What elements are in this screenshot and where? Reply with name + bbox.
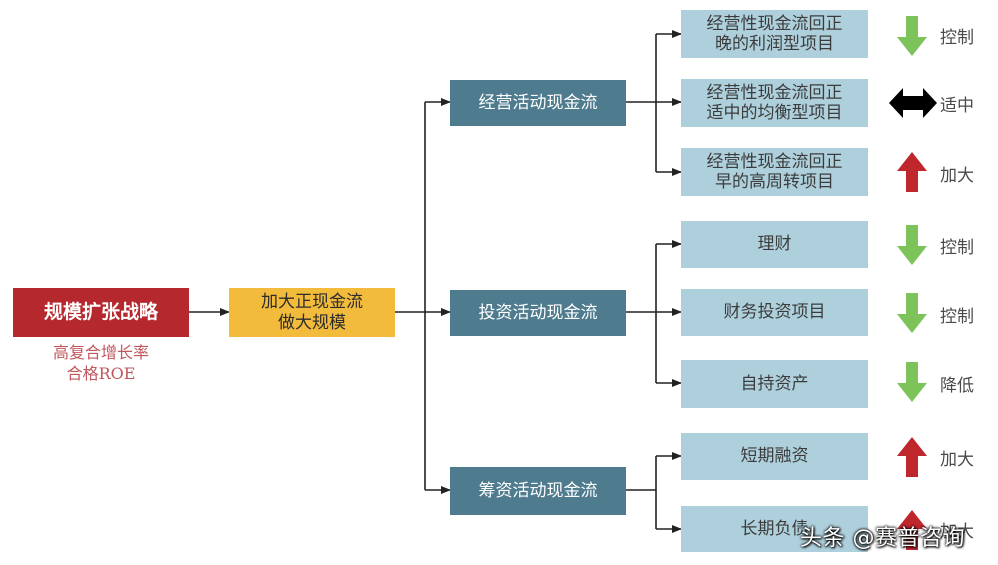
up-arrow-icon	[897, 437, 927, 477]
item-line-1: 长期负债	[740, 518, 809, 539]
item-line-1: 自持资产	[740, 373, 809, 394]
root-label: 规模扩张战略	[43, 301, 158, 324]
action-label: 适中	[940, 96, 974, 116]
down-arrow-icon	[897, 225, 927, 265]
action-label: 降低	[940, 376, 974, 396]
item-line-2: 适中的均衡型项目	[706, 103, 843, 123]
down-arrow-icon	[897, 362, 927, 402]
item-line-1: 经营性现金流回正	[706, 13, 843, 34]
category-operating: 经营活动现金流	[450, 80, 626, 126]
item-line-2: 早的高周转项目	[715, 172, 834, 192]
action-label: 加大	[940, 450, 974, 470]
item-box: 短期融资	[681, 433, 868, 480]
action-label: 控制	[940, 238, 974, 258]
item-box: 经营性现金流回正 早的高周转项目	[681, 148, 868, 196]
item-line-2: 晚的利润型项目	[715, 34, 834, 54]
root-subtitle-line-1: 高复合增长率	[52, 343, 149, 362]
item-box: 经营性现金流回正 晚的利润型项目	[681, 10, 868, 58]
item-box: 经营性现金流回正 适中的均衡型项目	[681, 79, 868, 127]
item-line-1: 理财	[757, 234, 792, 255]
action-label: 控制	[940, 307, 974, 327]
down-arrow-icon	[897, 293, 927, 333]
watermark: 头条 @赛普咨询	[800, 526, 965, 551]
root-subtitle-line-2: 合格ROE	[66, 363, 136, 383]
hub-line-1: 加大正现金流	[261, 292, 363, 313]
item-line-1: 短期融资	[740, 446, 809, 467]
item-box: 理财	[681, 221, 868, 268]
hub-node: 加大正现金流 做大规模	[229, 288, 395, 337]
category-label: 经营活动现金流	[478, 92, 598, 113]
double-arrow-icon	[889, 88, 937, 118]
item-box: 财务投资项目	[681, 289, 868, 336]
action-label: 加大	[940, 166, 974, 186]
hub-line-2: 做大规模	[278, 312, 346, 333]
category-financing: 筹资活动现金流	[450, 467, 626, 515]
item-line-1: 经营性现金流回正	[706, 82, 843, 103]
category-label: 筹资活动现金流	[478, 480, 598, 501]
up-arrow-icon	[897, 152, 927, 192]
down-arrow-icon	[897, 16, 927, 56]
category-investing: 投资活动现金流	[450, 290, 626, 336]
action-label: 加大	[940, 522, 974, 542]
action-label: 控制	[940, 28, 974, 48]
category-label: 投资活动现金流	[478, 302, 598, 323]
item-box: 自持资产	[681, 360, 868, 408]
up-arrow-icon	[897, 510, 927, 550]
item-box: 长期负债	[681, 506, 868, 552]
root-node: 规模扩张战略	[13, 288, 189, 337]
root-subtitle: 高复合增长率 合格ROE	[13, 343, 189, 385]
item-line-1: 经营性现金流回正	[706, 151, 843, 172]
item-line-1: 财务投资项目	[723, 302, 826, 323]
